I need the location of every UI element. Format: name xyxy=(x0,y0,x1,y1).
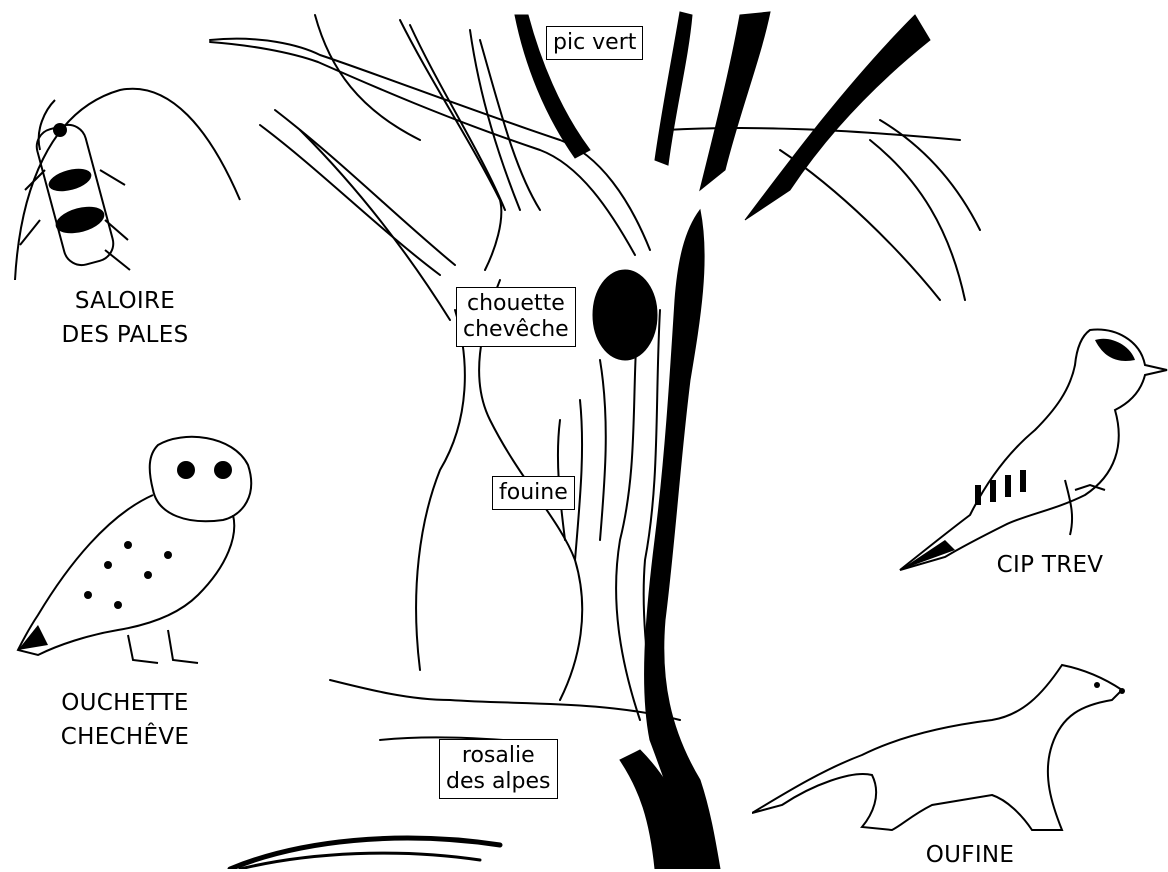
caption-cip-trev: CIP TREV xyxy=(960,548,1140,582)
chouette-owl-drawing[interactable] xyxy=(8,425,258,675)
label-rosalie-des-alpes[interactable]: rosalie des alpes xyxy=(439,739,558,799)
label-fouine[interactable]: fouine xyxy=(492,476,575,510)
caption-oufine: OUFINE xyxy=(880,838,1060,872)
fouine-marten-drawing[interactable] xyxy=(752,655,1132,835)
rosalie-beetle-drawing[interactable] xyxy=(10,70,250,290)
label-chouette-cheveche[interactable]: chouette chevêche xyxy=(456,287,576,347)
pic-vert-woodpecker-drawing[interactable] xyxy=(895,325,1168,575)
caption-saloire-des-pales: SALOIRE DES PALES xyxy=(20,284,230,352)
caption-ouchette-checheve: OUCHETTE CHECHÊVE xyxy=(20,686,230,754)
label-pic-vert[interactable]: pic vert xyxy=(546,26,643,60)
